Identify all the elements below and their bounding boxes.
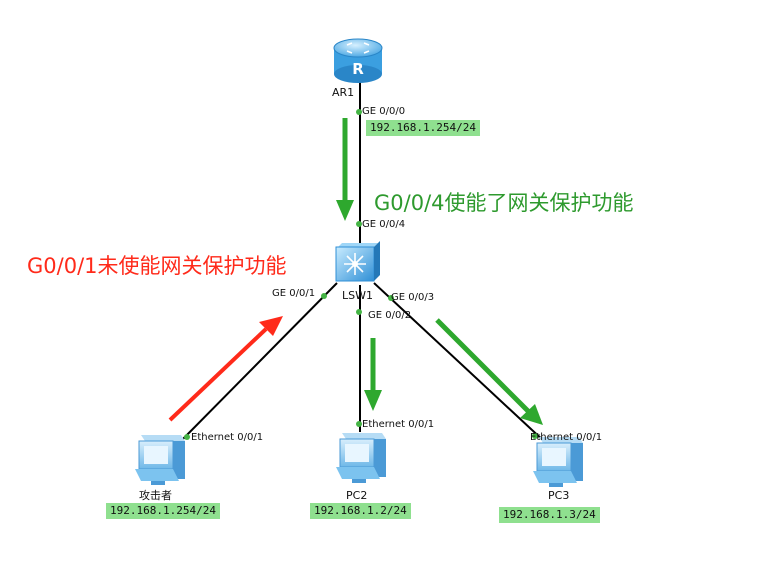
ip-badge-pc3: 192.168.1.3/24 — [499, 507, 600, 523]
pc-icon[interactable] — [533, 437, 583, 487]
link-lsw1-attacker — [177, 282, 338, 445]
port-dot-pc2-eth — [356, 421, 362, 427]
port-label-lsw1-ge002: GE 0/0/2 — [368, 310, 412, 321]
switch-icon[interactable] — [335, 241, 380, 282]
switch-label: LSW1 — [342, 289, 373, 302]
note-protected: G0/0/4使能了网关保护功能 — [374, 191, 634, 215]
red-arrow-attacker-to-switch — [168, 316, 283, 422]
port-label-lsw1-ge003: GE 0/0/3 — [391, 292, 435, 303]
port-dot-attacker-eth — [184, 434, 190, 440]
port-dot-lsw1-ge004 — [356, 221, 362, 227]
router-icon[interactable]: R — [333, 38, 383, 83]
svg-text:R: R — [352, 60, 364, 78]
port-label-attacker-eth: Ethernet 0/0/1 — [191, 432, 264, 443]
green-arrow-ar1-to-switch — [336, 118, 354, 221]
link-lsw1-pc3 — [373, 282, 547, 444]
port-dot-lsw1-ge001 — [321, 293, 327, 299]
pc2-label: PC2 — [346, 489, 368, 502]
port-label-lsw1-ge004: GE 0/0/4 — [362, 219, 406, 230]
green-arrow-switch-to-pc2 — [364, 338, 382, 411]
pc-icon[interactable] — [336, 433, 386, 483]
green-arrow-switch-to-pc3 — [435, 318, 543, 425]
port-label-pc2-eth: Ethernet 0/0/1 — [362, 419, 435, 430]
ip-badge-attacker: 192.168.1.254/24 — [106, 503, 220, 519]
pc3-label: PC3 — [548, 489, 570, 502]
attacker-label: 攻击者 — [139, 489, 172, 502]
note-unprotected: G0/0/1未使能网关保护功能 — [27, 254, 287, 278]
port-label-lsw1-ge001: GE 0/0/1 — [272, 288, 316, 299]
port-dot-lsw1-ge003 — [388, 295, 394, 301]
port-dot-lsw1-ge002 — [356, 309, 362, 315]
port-dot-ar1-ge000 — [356, 109, 362, 115]
ip-badge-ar1: 192.168.1.254/24 — [366, 120, 480, 136]
port-dot-pc3-eth — [532, 433, 538, 439]
ip-badge-pc2: 192.168.1.2/24 — [310, 503, 411, 519]
port-label-ar1-ge000: GE 0/0/0 — [362, 106, 406, 117]
port-label-pc3-eth: Ethernet 0/0/1 — [530, 432, 603, 443]
pc-icon[interactable] — [135, 435, 185, 485]
router-label: AR1 — [332, 86, 355, 99]
